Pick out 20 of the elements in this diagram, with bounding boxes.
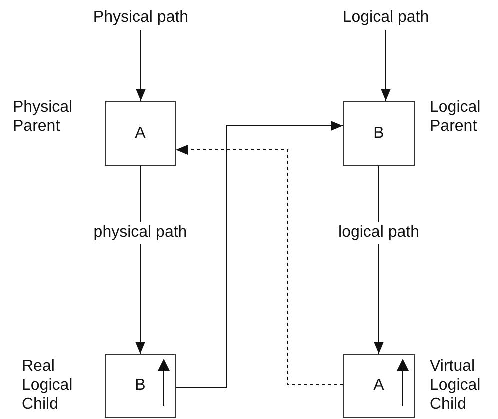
path-label: Physical path bbox=[76, 8, 206, 30]
segment-letter: B bbox=[374, 124, 384, 144]
segment-box bbox=[343, 101, 415, 166]
node-caption: Virtual Logical Child bbox=[430, 357, 482, 415]
segment-box bbox=[105, 101, 176, 166]
arrow bbox=[136, 166, 146, 354]
node-caption: Logical Parent bbox=[430, 98, 482, 136]
segment-box bbox=[105, 354, 176, 418]
arrow bbox=[136, 30, 146, 102]
segment-box bbox=[343, 354, 415, 418]
edge-label: physical path bbox=[92, 222, 188, 244]
node-caption: Physical Parent bbox=[13, 98, 74, 136]
arrow bbox=[381, 30, 391, 102]
node-caption: Real Logical Child bbox=[22, 357, 74, 415]
arrow bbox=[374, 166, 384, 354]
segment-letter: A bbox=[135, 124, 146, 144]
segment-letter: B bbox=[135, 376, 146, 396]
segment-letter: A bbox=[374, 376, 384, 396]
edge-label: logical path bbox=[338, 222, 420, 244]
path-label: Logical path bbox=[326, 8, 446, 30]
